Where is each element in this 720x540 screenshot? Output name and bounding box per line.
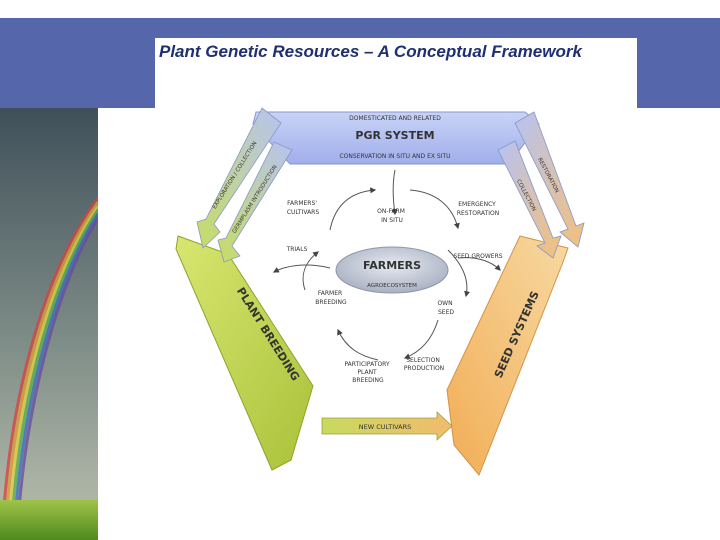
seed-production-label: SELECTION PRODUCTION	[404, 357, 444, 372]
farmers-cultivars-label: FARMERS' CULTIVARS	[287, 200, 320, 216]
seed-growers-label: SEED GROWERS	[453, 253, 502, 260]
upper-left-outer-arrow	[196, 107, 282, 249]
pgr-bar-title: PGR SYSTEM	[355, 129, 434, 142]
plant-breeding-bar	[175, 235, 314, 471]
farmer-breeding-label: FARMER BREEDING	[315, 290, 347, 306]
on-farm-label: ON-FARM IN SITU	[377, 208, 407, 224]
pgr-bar-line2: CONSERVATION IN SITU AND EX SITU	[339, 153, 450, 160]
upper-left-inner-arrow	[217, 141, 293, 263]
rainbow-photo	[0, 108, 98, 540]
slide-title: Plant Genetic Resources – A Conceptual F…	[159, 42, 582, 61]
emergency-restoration-label: EMERGENCY RESTORATION	[457, 201, 499, 217]
farmers-ellipse	[335, 246, 449, 294]
new-cultivars-arrow	[321, 411, 453, 441]
new-cultivars-label: NEW CULTIVARS	[359, 423, 412, 431]
participatory-breeding-label: PARTICIPATORY PLANT BREEDING	[344, 361, 391, 384]
upper-right-inner-arrow	[497, 140, 562, 259]
title-box	[155, 38, 637, 108]
own-seed-label: OWN SEED	[437, 300, 454, 316]
upper-right-outer-arrow	[514, 111, 585, 248]
pgr-bar-line1: DOMESTICATED AND RELATED	[349, 115, 441, 122]
agroecosystem-label: AGROECOSYSTEM	[367, 283, 417, 289]
farmers-title: FARMERS	[363, 259, 421, 272]
cycle-arrows	[272, 169, 501, 361]
seed-systems-bar	[446, 235, 569, 476]
trials-label: TRIALS	[286, 246, 308, 253]
